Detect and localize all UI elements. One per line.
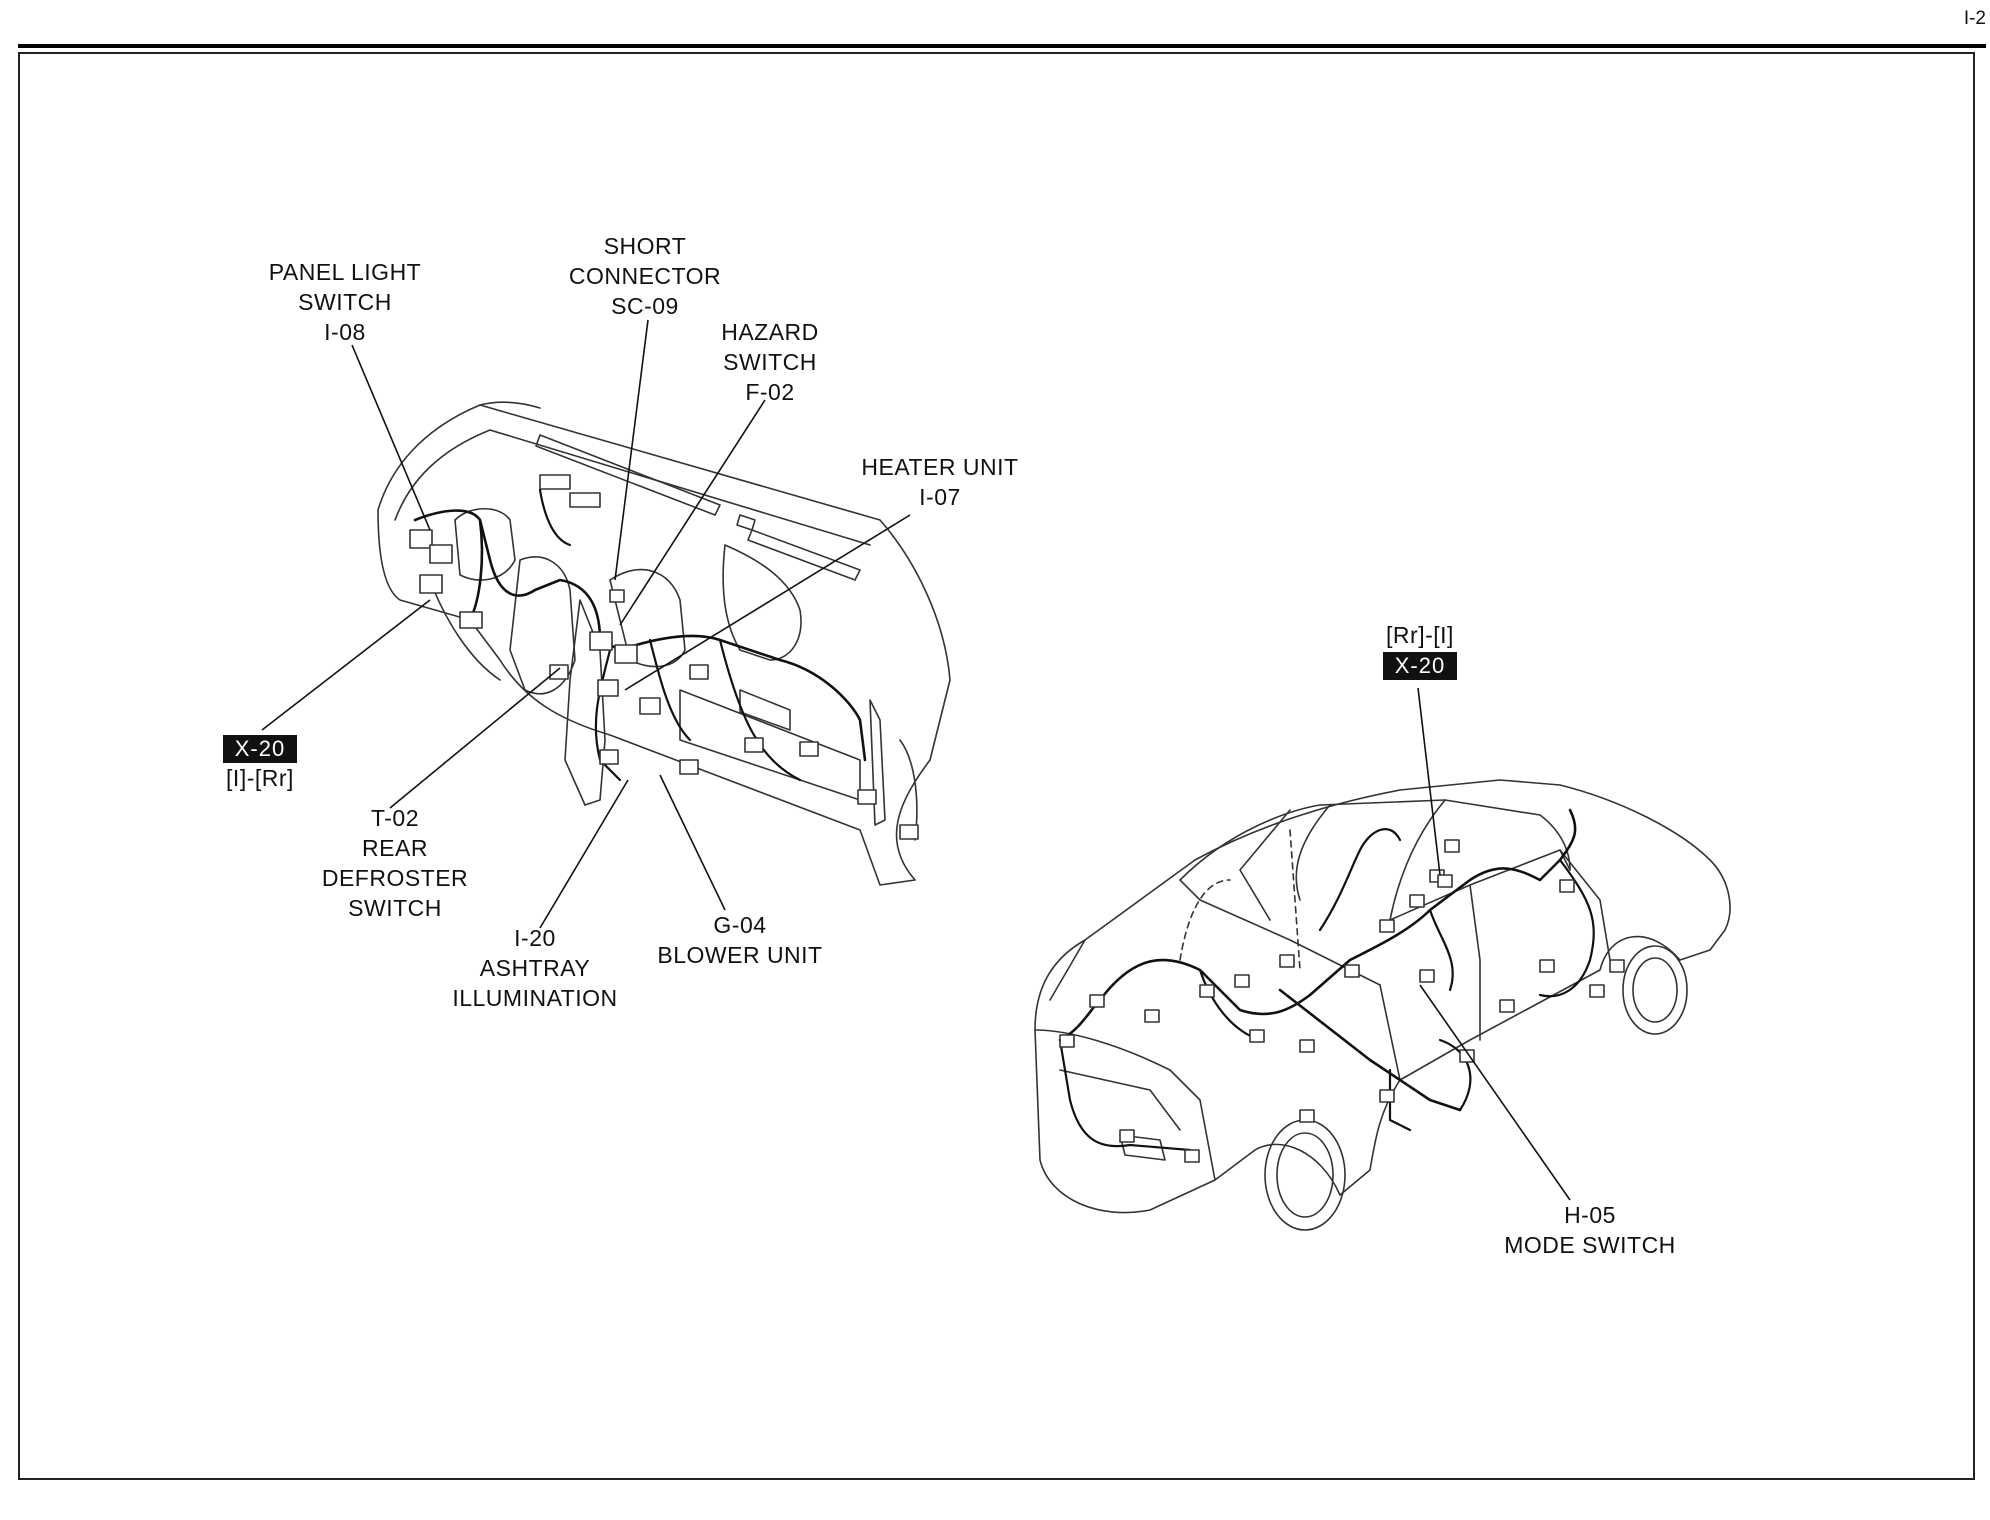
callout-x20-right: [Rr]-[I] X-20	[1365, 620, 1475, 680]
callout-line: H-05	[1564, 1202, 1616, 1228]
vehicle-body-drawing	[1034, 779, 1731, 1231]
callout-line: SWITCH	[723, 349, 817, 375]
callout-line: I-08	[324, 319, 366, 345]
callout-line: HAZARD	[721, 319, 819, 345]
callout-rear-defroster-switch: T-02 REAR DEFROSTER SWITCH	[310, 803, 480, 923]
connector-badge: X-20	[1382, 652, 1458, 680]
leader-hazard-switch	[619, 399, 766, 626]
callout-line: I-20	[514, 925, 556, 951]
leader-panel-light-switch	[351, 344, 431, 531]
header-rule	[18, 44, 1986, 48]
callout-ashtray-illumination: I-20 ASHTRAY ILLUMINATION	[440, 923, 630, 1013]
callout-line: ILLUMINATION	[452, 985, 618, 1011]
callout-panel-light-switch: PANEL LIGHT SWITCH I-08	[255, 257, 435, 347]
callout-line: F-02	[745, 379, 795, 405]
callout-line: SC-09	[611, 293, 679, 319]
callout-line: MODE SWITCH	[1504, 1232, 1676, 1258]
leader-x20-left	[261, 599, 431, 731]
instrument-panel-drawing	[377, 401, 951, 886]
callout-line: SWITCH	[298, 289, 392, 315]
leader-blower-unit	[659, 774, 726, 911]
figure-frame	[18, 52, 1975, 1480]
leader-mode-switch	[1419, 984, 1571, 1201]
callout-mode-switch: H-05 MODE SWITCH	[1490, 1200, 1690, 1260]
callout-blower-unit: G-04 BLOWER UNIT	[645, 910, 835, 970]
callout-line: ASHTRAY	[479, 955, 591, 981]
page-number: I-2	[1963, 8, 1986, 29]
connector-badge: X-20	[222, 735, 298, 763]
callout-line: SWITCH	[348, 895, 442, 921]
callout-line: DEFROSTER	[321, 865, 469, 891]
callout-x20-left: X-20 [I]-[Rr]	[205, 733, 315, 793]
callout-line: PANEL LIGHT	[268, 259, 422, 285]
callout-line: [Rr]-[I]	[1386, 622, 1454, 648]
callout-line: CONNECTOR	[568, 263, 722, 289]
callout-line: REAR	[362, 835, 428, 861]
leader-ashtray	[539, 779, 629, 929]
leader-x20-right	[1417, 687, 1441, 876]
callout-line: SHORT	[603, 233, 687, 259]
callout-line: HEATER UNIT	[861, 454, 1019, 480]
callout-heater-unit: HEATER UNIT I-07	[845, 452, 1035, 512]
leader-heater-unit	[624, 514, 911, 691]
callout-line: BLOWER UNIT	[657, 942, 823, 968]
callout-short-connector: SHORT CONNECTOR SC-09	[555, 231, 735, 321]
callout-line: G-04	[713, 912, 767, 938]
callout-line: [I]-[Rr]	[226, 765, 294, 791]
callout-hazard-switch: HAZARD SWITCH F-02	[690, 317, 850, 407]
leader-rear-defroster	[389, 667, 561, 809]
leader-lines	[261, 319, 1571, 1201]
callout-line: I-07	[919, 484, 961, 510]
callout-line: T-02	[370, 805, 420, 831]
leader-short-connector	[614, 319, 649, 581]
